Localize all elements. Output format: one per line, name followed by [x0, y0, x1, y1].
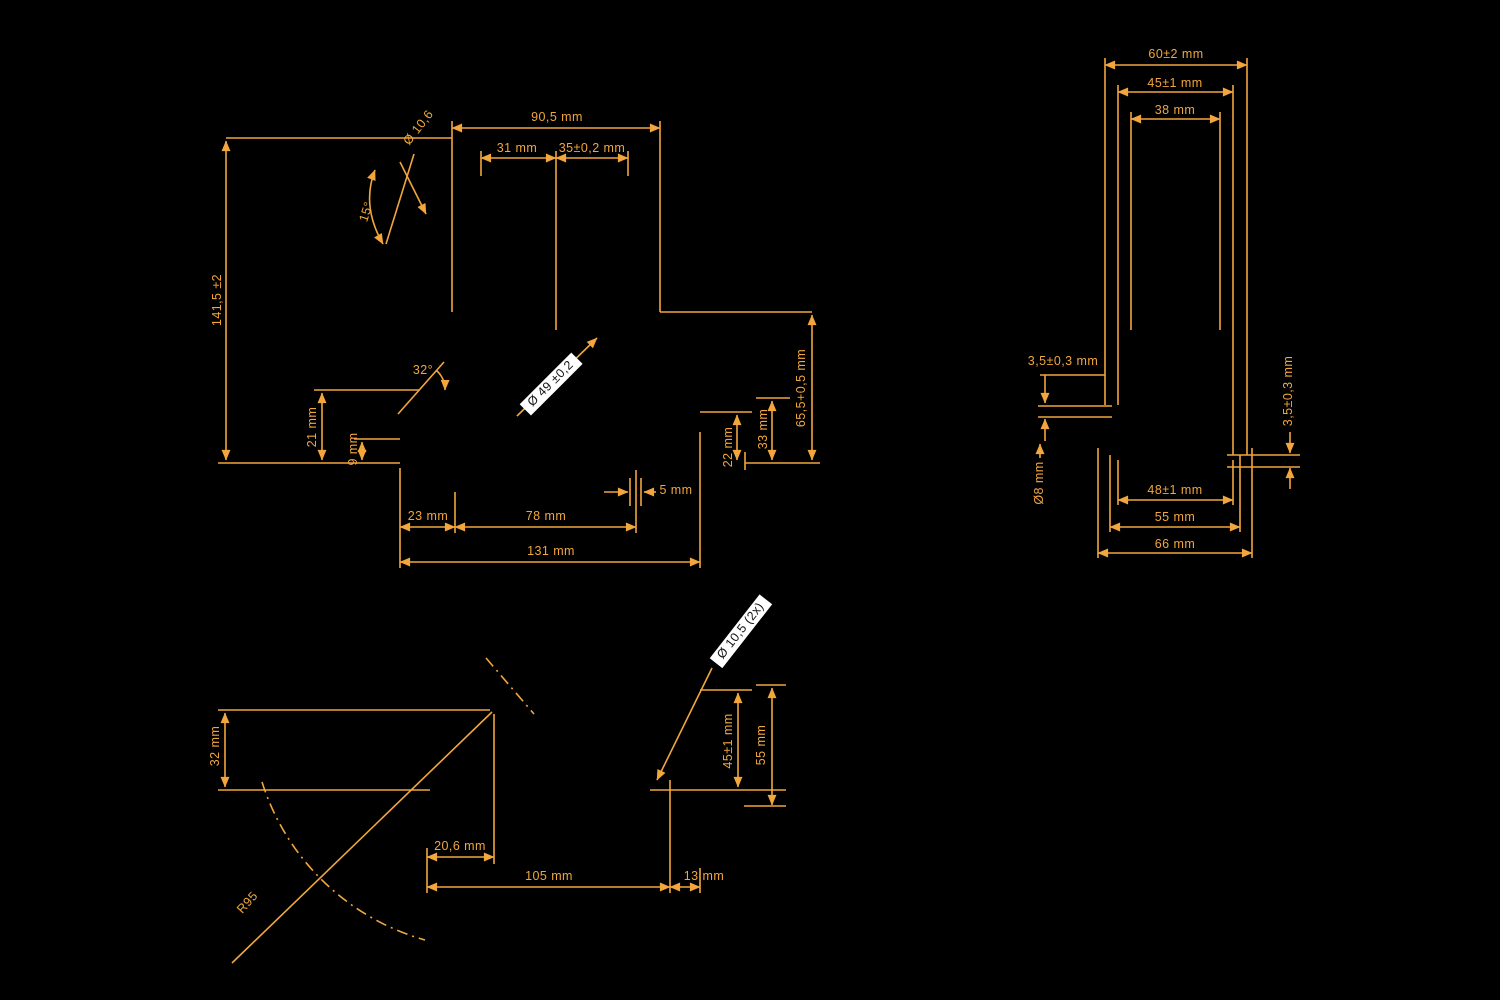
side-thickness-left-label: 3,5±0,3 mm — [1027, 354, 1099, 369]
bottom-height-32-label: 32 mm — [208, 725, 223, 767]
side-width-45-label: 45±1 mm — [1147, 76, 1203, 91]
front-width-23-label: 23 mm — [407, 509, 449, 524]
center-line — [485, 657, 535, 715]
side-thickness-right-label: 3,5±0,3 mm — [1281, 355, 1296, 427]
side-width-66-label: 66 mm — [1154, 537, 1196, 552]
front-angle-32-label: 32° — [412, 363, 434, 378]
front-height-21-label: 21 mm — [305, 406, 320, 448]
angle-arc — [367, 169, 384, 245]
bottom-width-105-label: 105 mm — [525, 869, 573, 884]
side-width-48-label: 48±1 mm — [1147, 483, 1203, 498]
front-height-65-5-label: 65,5+0,5 mm — [794, 348, 809, 428]
front-height-22-label: 22 mm — [721, 426, 736, 468]
bottom-width-20-6-label: 20,6 mm — [434, 839, 486, 854]
front-width-78-label: 78 mm — [525, 509, 567, 524]
angle-arc — [435, 369, 450, 391]
front-width-5-label: 5 mm — [659, 483, 693, 498]
radius-arc — [261, 781, 426, 941]
front-height-141-5-label: 141,5 ±2 — [210, 273, 225, 327]
bottom-height-55-label: 55 mm — [754, 724, 769, 766]
angle-leg-line — [385, 153, 415, 245]
radius-leader-line — [231, 711, 493, 964]
bottom-width-13-label: 13 mm — [683, 869, 725, 884]
side-width-60-label: 60±2 mm — [1148, 47, 1204, 62]
front-width-31-label: 31 mm — [496, 141, 538, 156]
side-view-lines — [1035, 58, 1300, 558]
side-width-38-label: 38 mm — [1154, 103, 1196, 118]
side-hole-diameter-label: Ø8 mm — [1032, 461, 1047, 505]
front-width-35-label: 35±0,2 mm — [558, 141, 626, 156]
front-width-131-label: 131 mm — [527, 544, 575, 559]
bottom-view-lines — [218, 657, 786, 964]
side-width-55-label: 55 mm — [1154, 510, 1196, 525]
bottom-height-45-label: 45±1 mm — [721, 713, 736, 769]
leader-line — [656, 667, 713, 781]
leader-line — [399, 161, 427, 215]
front-height-9-label: 9 mm — [346, 432, 361, 466]
front-width-90-5-label: 90,5 mm — [531, 110, 583, 125]
front-view-lines — [218, 121, 820, 568]
front-height-33-label: 33 mm — [756, 408, 771, 450]
